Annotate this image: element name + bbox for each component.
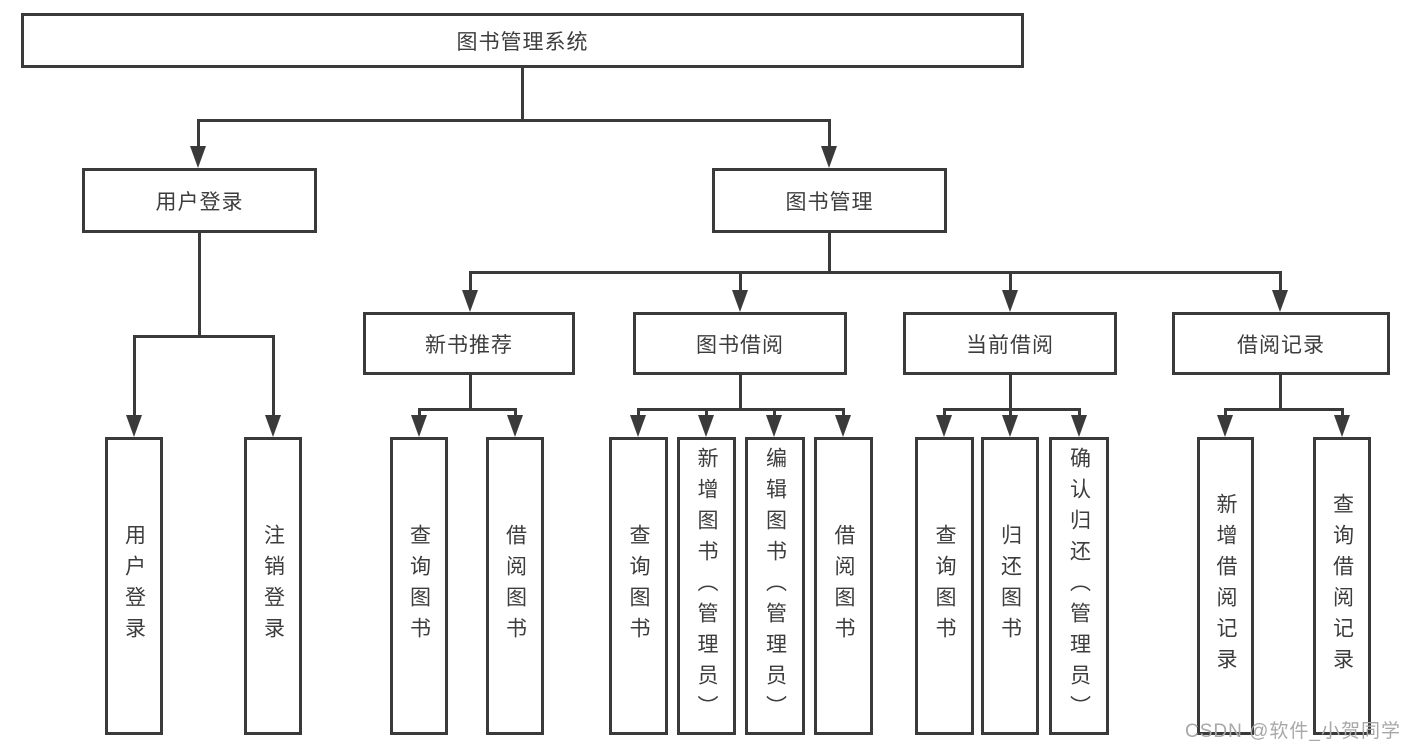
- connector-stem-leaf: [943, 408, 946, 418]
- node-new-book-recommend: 新书推荐: [363, 312, 575, 375]
- connector-stem-new-book: [469, 271, 472, 291]
- arrow-down-icon: [265, 415, 281, 437]
- arrow-down-icon: [1272, 290, 1288, 312]
- leaf-bb-edit-books: 编辑图书（管理员）: [745, 437, 805, 735]
- connector-book-management-crossbar: [469, 271, 1281, 274]
- arrow-down-icon: [766, 415, 782, 437]
- connector-stem-leaf: [1224, 408, 1227, 418]
- connector-stem-leaf: [637, 408, 640, 418]
- arrow-down-icon: [732, 290, 748, 312]
- arrow-down-icon: [630, 415, 646, 437]
- leaf-bb-borrow-books: 借阅图书: [814, 437, 873, 735]
- csdn-watermark: CSDN @软件_小贺同学: [1185, 721, 1401, 742]
- node-user-login: 用户登录: [82, 168, 317, 233]
- arrow-down-icon: [190, 146, 206, 168]
- node-borrowing-records: 借阅记录: [1172, 312, 1390, 375]
- arrow-down-icon: [821, 146, 837, 168]
- connector-stem-book-borrowing: [739, 271, 742, 291]
- arrow-down-icon: [1071, 415, 1087, 437]
- connector-stem-leaf-user-login: [133, 335, 136, 417]
- connector-stem-leaf: [705, 408, 708, 418]
- connector-stem-leaf: [773, 408, 776, 418]
- node-book-borrowing: 图书借阅: [633, 312, 847, 375]
- connector-current-borrowing-stem: [1009, 375, 1012, 408]
- arrow-down-icon: [835, 415, 851, 437]
- connector-new-book-crossbar: [418, 408, 516, 411]
- arrow-down-icon: [126, 415, 142, 437]
- connector-stem-current-borrowing: [1009, 271, 1012, 291]
- arrow-down-icon: [698, 415, 714, 437]
- connector-stem-leaf: [1009, 408, 1012, 418]
- connector-borrowing-records-crossbar: [1224, 408, 1343, 411]
- connector-stem-book-management: [828, 119, 831, 148]
- node-current-borrowing: 当前借阅: [903, 312, 1117, 375]
- connector-stem-leaf: [514, 408, 517, 418]
- node-book-management: 图书管理: [712, 168, 947, 233]
- arrow-down-icon: [462, 290, 478, 312]
- node-root-library-system: 图书管理系统: [21, 13, 1024, 68]
- leaf-br-query-record: 查询借阅记录: [1313, 437, 1371, 735]
- leaf-logout: 注销登录: [244, 437, 302, 735]
- connector-stem-leaf: [1341, 408, 1344, 418]
- connector-book-management-stem: [828, 233, 831, 271]
- leaf-user-login: 用户登录: [105, 437, 163, 735]
- arrow-down-icon: [1217, 415, 1233, 437]
- connector-root-stem: [521, 68, 524, 119]
- leaf-br-add-record: 新增借阅记录: [1197, 437, 1254, 735]
- connector-root-crossbar: [197, 119, 830, 122]
- connector-stem-borrowing-records: [1279, 271, 1282, 291]
- connector-book-borrowing-crossbar: [637, 408, 844, 411]
- connector-current-borrowing-crossbar: [943, 408, 1081, 411]
- leaf-cb-confirm-return: 确认归还（管理员）: [1049, 437, 1109, 735]
- arrow-down-icon: [507, 415, 523, 437]
- arrow-down-icon: [1002, 290, 1018, 312]
- arrow-down-icon: [1334, 415, 1350, 437]
- connector-book-borrowing-stem: [739, 375, 742, 408]
- connector-stem-leaf: [418, 408, 421, 418]
- leaf-nb-query-books: 查询图书: [390, 437, 448, 735]
- connector-stem-leaf-logout: [272, 335, 275, 417]
- connector-new-book-stem: [469, 375, 472, 408]
- arrow-down-icon: [1002, 415, 1018, 437]
- connector-stem-leaf: [842, 408, 845, 418]
- leaf-cb-return-books: 归还图书: [981, 437, 1039, 735]
- connector-borrowing-records-stem: [1279, 375, 1282, 408]
- connector-user-login-stem: [198, 233, 201, 335]
- arrow-down-icon: [411, 415, 427, 437]
- leaf-cb-query-books: 查询图书: [915, 437, 974, 735]
- connector-user-login-crossbar: [133, 335, 274, 338]
- connector-stem-user-login: [197, 119, 200, 148]
- connector-stem-leaf: [1078, 408, 1081, 418]
- leaf-bb-add-books: 新增图书（管理员）: [677, 437, 736, 735]
- arrow-down-icon: [936, 415, 952, 437]
- leaf-bb-query-books: 查询图书: [609, 437, 668, 735]
- leaf-nb-borrow-books: 借阅图书: [486, 437, 544, 735]
